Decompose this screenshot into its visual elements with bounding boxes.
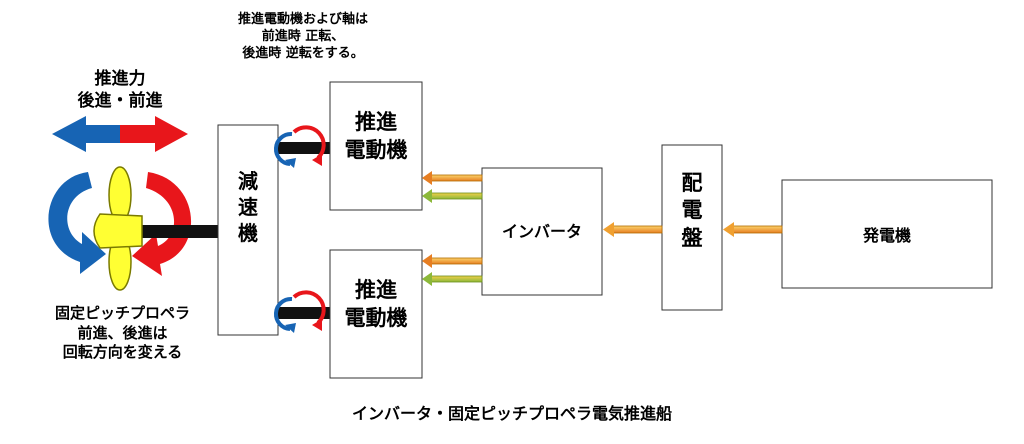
generator-label: 発電機	[862, 226, 911, 245]
power-arrow-bottom-2-head	[422, 272, 432, 286]
power-arrow-bottom-1-shaft	[427, 257, 483, 265]
power-arrow-bottom-2-shaft	[427, 275, 483, 283]
power-arrow-sb-inv-shaft	[609, 225, 663, 234]
motor-top-label: 推進 電動機	[330, 108, 422, 165]
power-arrows-to-motor-top	[422, 171, 483, 203]
reducer-label: 減 速 機	[218, 168, 278, 246]
power-arrow-top-1-head	[422, 171, 432, 185]
reducer-char-1: 減	[238, 169, 258, 193]
thrust-label: 推進力 後進・前進	[60, 68, 180, 112]
switchboard-char-1: 配	[681, 171, 703, 195]
upper-shaft-blue-arrow	[273, 131, 293, 166]
reducer-char-3: 機	[238, 221, 258, 245]
shaft-rotation-note: 推進電動機および軸は 前進時 正転、 後進時 逆転をする。	[228, 12, 378, 63]
power-arrow-bottom-1-head	[422, 254, 432, 268]
propeller-blue-rotation-arrow	[48, 172, 106, 274]
shaft-note-line1: 推進電動機および軸は	[237, 12, 368, 27]
upper-shaft-red-arrow	[292, 125, 326, 160]
thrust-label-line1: 推進力	[94, 69, 146, 89]
power-arrow-top-2-head	[422, 189, 432, 203]
propeller	[48, 166, 218, 291]
upper-shaft-group	[273, 125, 330, 168]
shaft-note-line3: 後進時 逆転をする。	[242, 45, 364, 61]
forward-thrust-arrow	[120, 116, 188, 152]
switchboard-box	[661, 144, 723, 311]
switchboard-label: 配 電 盤	[662, 170, 722, 252]
propeller-note-line1: 固定ピッチプロペラ	[54, 304, 190, 322]
motor-bottom-label: 推進 電動機	[330, 276, 422, 333]
power-arrows-to-motor-bottom	[422, 254, 483, 286]
power-arrow-gen-sb-head	[723, 222, 734, 237]
reverse-thrust-arrow	[52, 116, 120, 152]
lower-shaft-group	[273, 290, 330, 333]
shaft-note-line2: 前進時 正転、	[261, 28, 345, 44]
upper-shaft	[278, 142, 330, 154]
upper-shaft-red-arrowhead	[312, 154, 322, 166]
motor-bottom-line1: 推進	[355, 278, 397, 302]
thrust-label-line2: 後進・前進	[77, 91, 163, 112]
lower-shaft-red-arrow	[292, 290, 326, 325]
diagram-caption: インバータ・固定ピッチプロペラ電気推進船	[351, 404, 672, 423]
reducer-char-2: 速	[238, 195, 258, 219]
lower-shaft	[278, 307, 330, 319]
generator-box	[781, 179, 993, 289]
motor-bottom-box	[329, 249, 423, 379]
inverter-box	[481, 167, 603, 296]
lower-shaft-blue-arrow	[273, 296, 293, 331]
power-arrow-top-1-shaft	[427, 174, 483, 182]
motor-top-line2: 電動機	[344, 138, 408, 163]
thrust-arrows	[52, 116, 188, 152]
power-arrow-switchboard-to-inverter	[603, 222, 663, 237]
inverter-label: インバータ	[501, 222, 582, 241]
propeller-hub	[93, 213, 143, 249]
upper-shaft-blue-arrowhead	[285, 158, 296, 168]
switchboard-char-2: 電	[681, 198, 703, 223]
power-arrow-sb-inv-head	[603, 222, 614, 237]
propeller-red-rotation-arrow	[132, 172, 192, 276]
motor-top-box	[329, 81, 423, 211]
lower-shaft-blue-arrowhead	[285, 323, 296, 333]
propeller-note: 固定ピッチプロペラ 前進、後進は 回転方向を変える	[40, 304, 205, 363]
propeller-shaft	[140, 225, 218, 238]
power-arrow-gen-sb-shaft	[729, 225, 783, 234]
switchboard-char-3: 盤	[681, 225, 703, 250]
lower-shaft-red-arrowhead	[312, 319, 322, 331]
motor-bottom-line2: 電動機	[344, 306, 408, 331]
motor-top-line1: 推進	[355, 110, 397, 134]
propeller-note-line3: 回転方向を変える	[62, 343, 183, 361]
reducer-box	[217, 124, 279, 336]
power-arrow-top-2-shaft	[427, 192, 483, 200]
propeller-note-line2: 前進、後進は	[77, 323, 168, 342]
power-arrow-generator-to-switchboard	[723, 222, 783, 237]
